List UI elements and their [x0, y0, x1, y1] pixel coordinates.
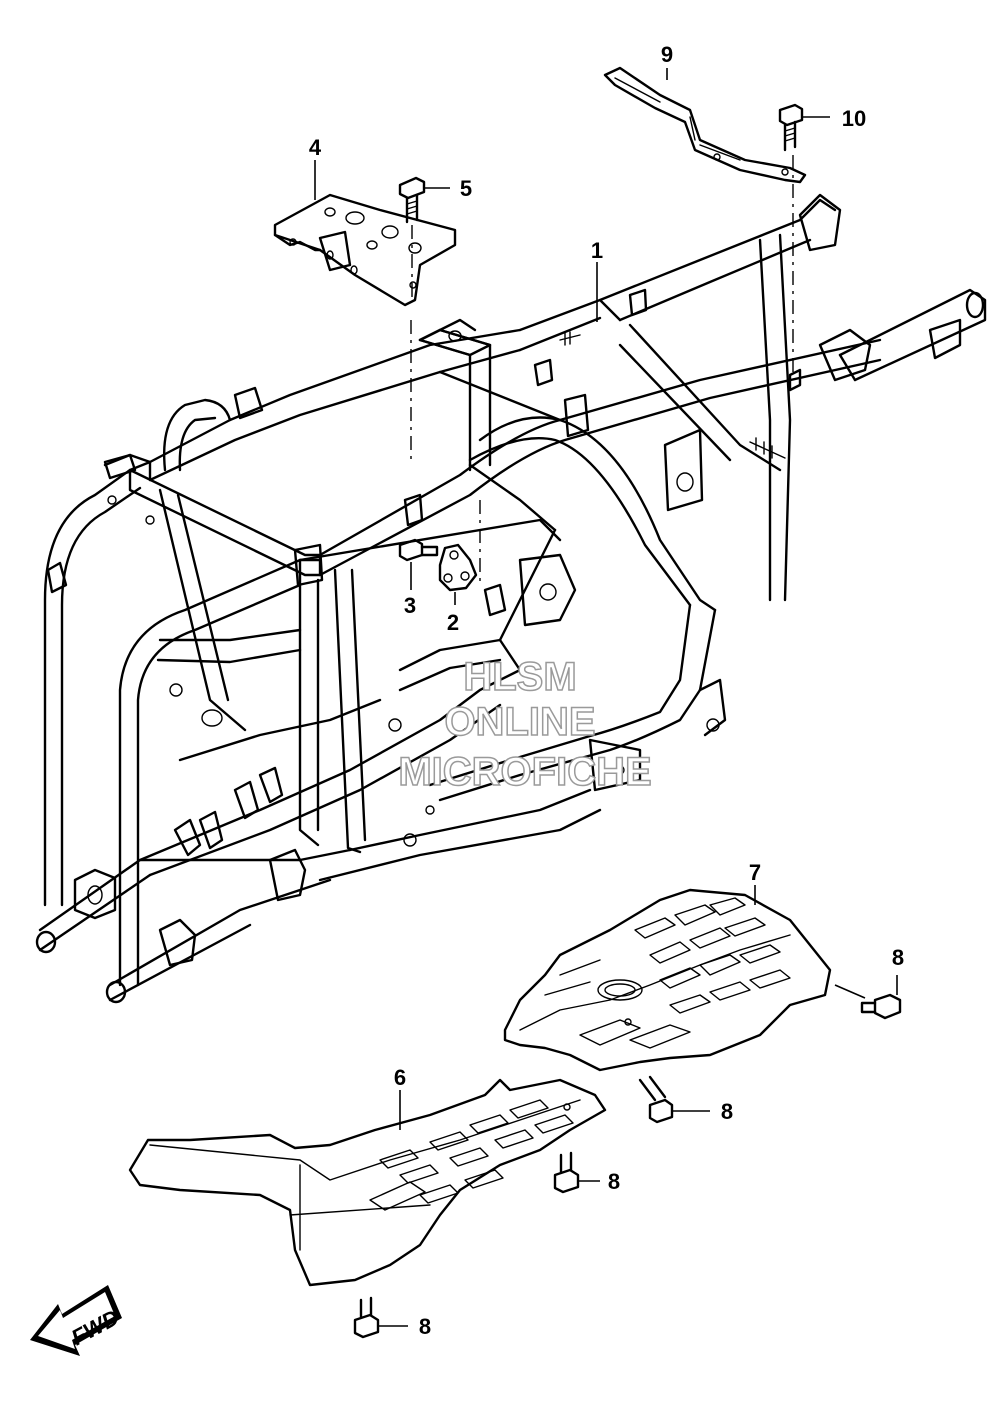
callout-2: 2	[447, 610, 459, 635]
watermark: HLSM ONLINE MICROFICHE	[398, 654, 653, 795]
callout-8-mid: 8	[721, 1099, 733, 1124]
callout-1: 1	[591, 238, 603, 263]
callout-7: 7	[749, 860, 761, 885]
callout-6: 6	[394, 1065, 406, 1090]
bolt-part-10	[778, 103, 830, 152]
callout-9: 9	[661, 42, 673, 67]
bolt-part-8-right	[860, 975, 902, 1020]
callout-10: 10	[842, 106, 866, 131]
bolt-part-5	[398, 176, 450, 224]
skid-plate-part-6	[128, 1078, 607, 1287]
fwd-direction-arrow: FWD	[30, 1285, 123, 1356]
bolt-part-8-mid	[638, 1075, 710, 1124]
bolt-part-8-bottom	[353, 1296, 408, 1339]
watermark-line-3: MICROFICHE	[398, 750, 651, 794]
callout-8-right: 8	[892, 945, 904, 970]
watermark-line-1: HLSM	[463, 655, 576, 699]
frame-assembly	[35, 193, 987, 1004]
callout-3: 3	[404, 593, 416, 618]
bracket-plate-part-2	[438, 543, 478, 605]
callout-5: 5	[460, 176, 472, 201]
callout-8-lower: 8	[608, 1169, 620, 1194]
skid-plate-part-7	[503, 885, 866, 1072]
support-bar-part-9	[603, 66, 807, 184]
callout-4: 4	[309, 135, 322, 160]
callout-8-bottom: 8	[419, 1314, 431, 1339]
watermark-line-2: ONLINE	[444, 700, 595, 744]
bolt-part-3	[398, 538, 439, 590]
mounting-plate-part-4	[273, 193, 457, 307]
bolt-part-8-lower	[553, 1151, 600, 1194]
alignment-lines	[410, 155, 794, 585]
